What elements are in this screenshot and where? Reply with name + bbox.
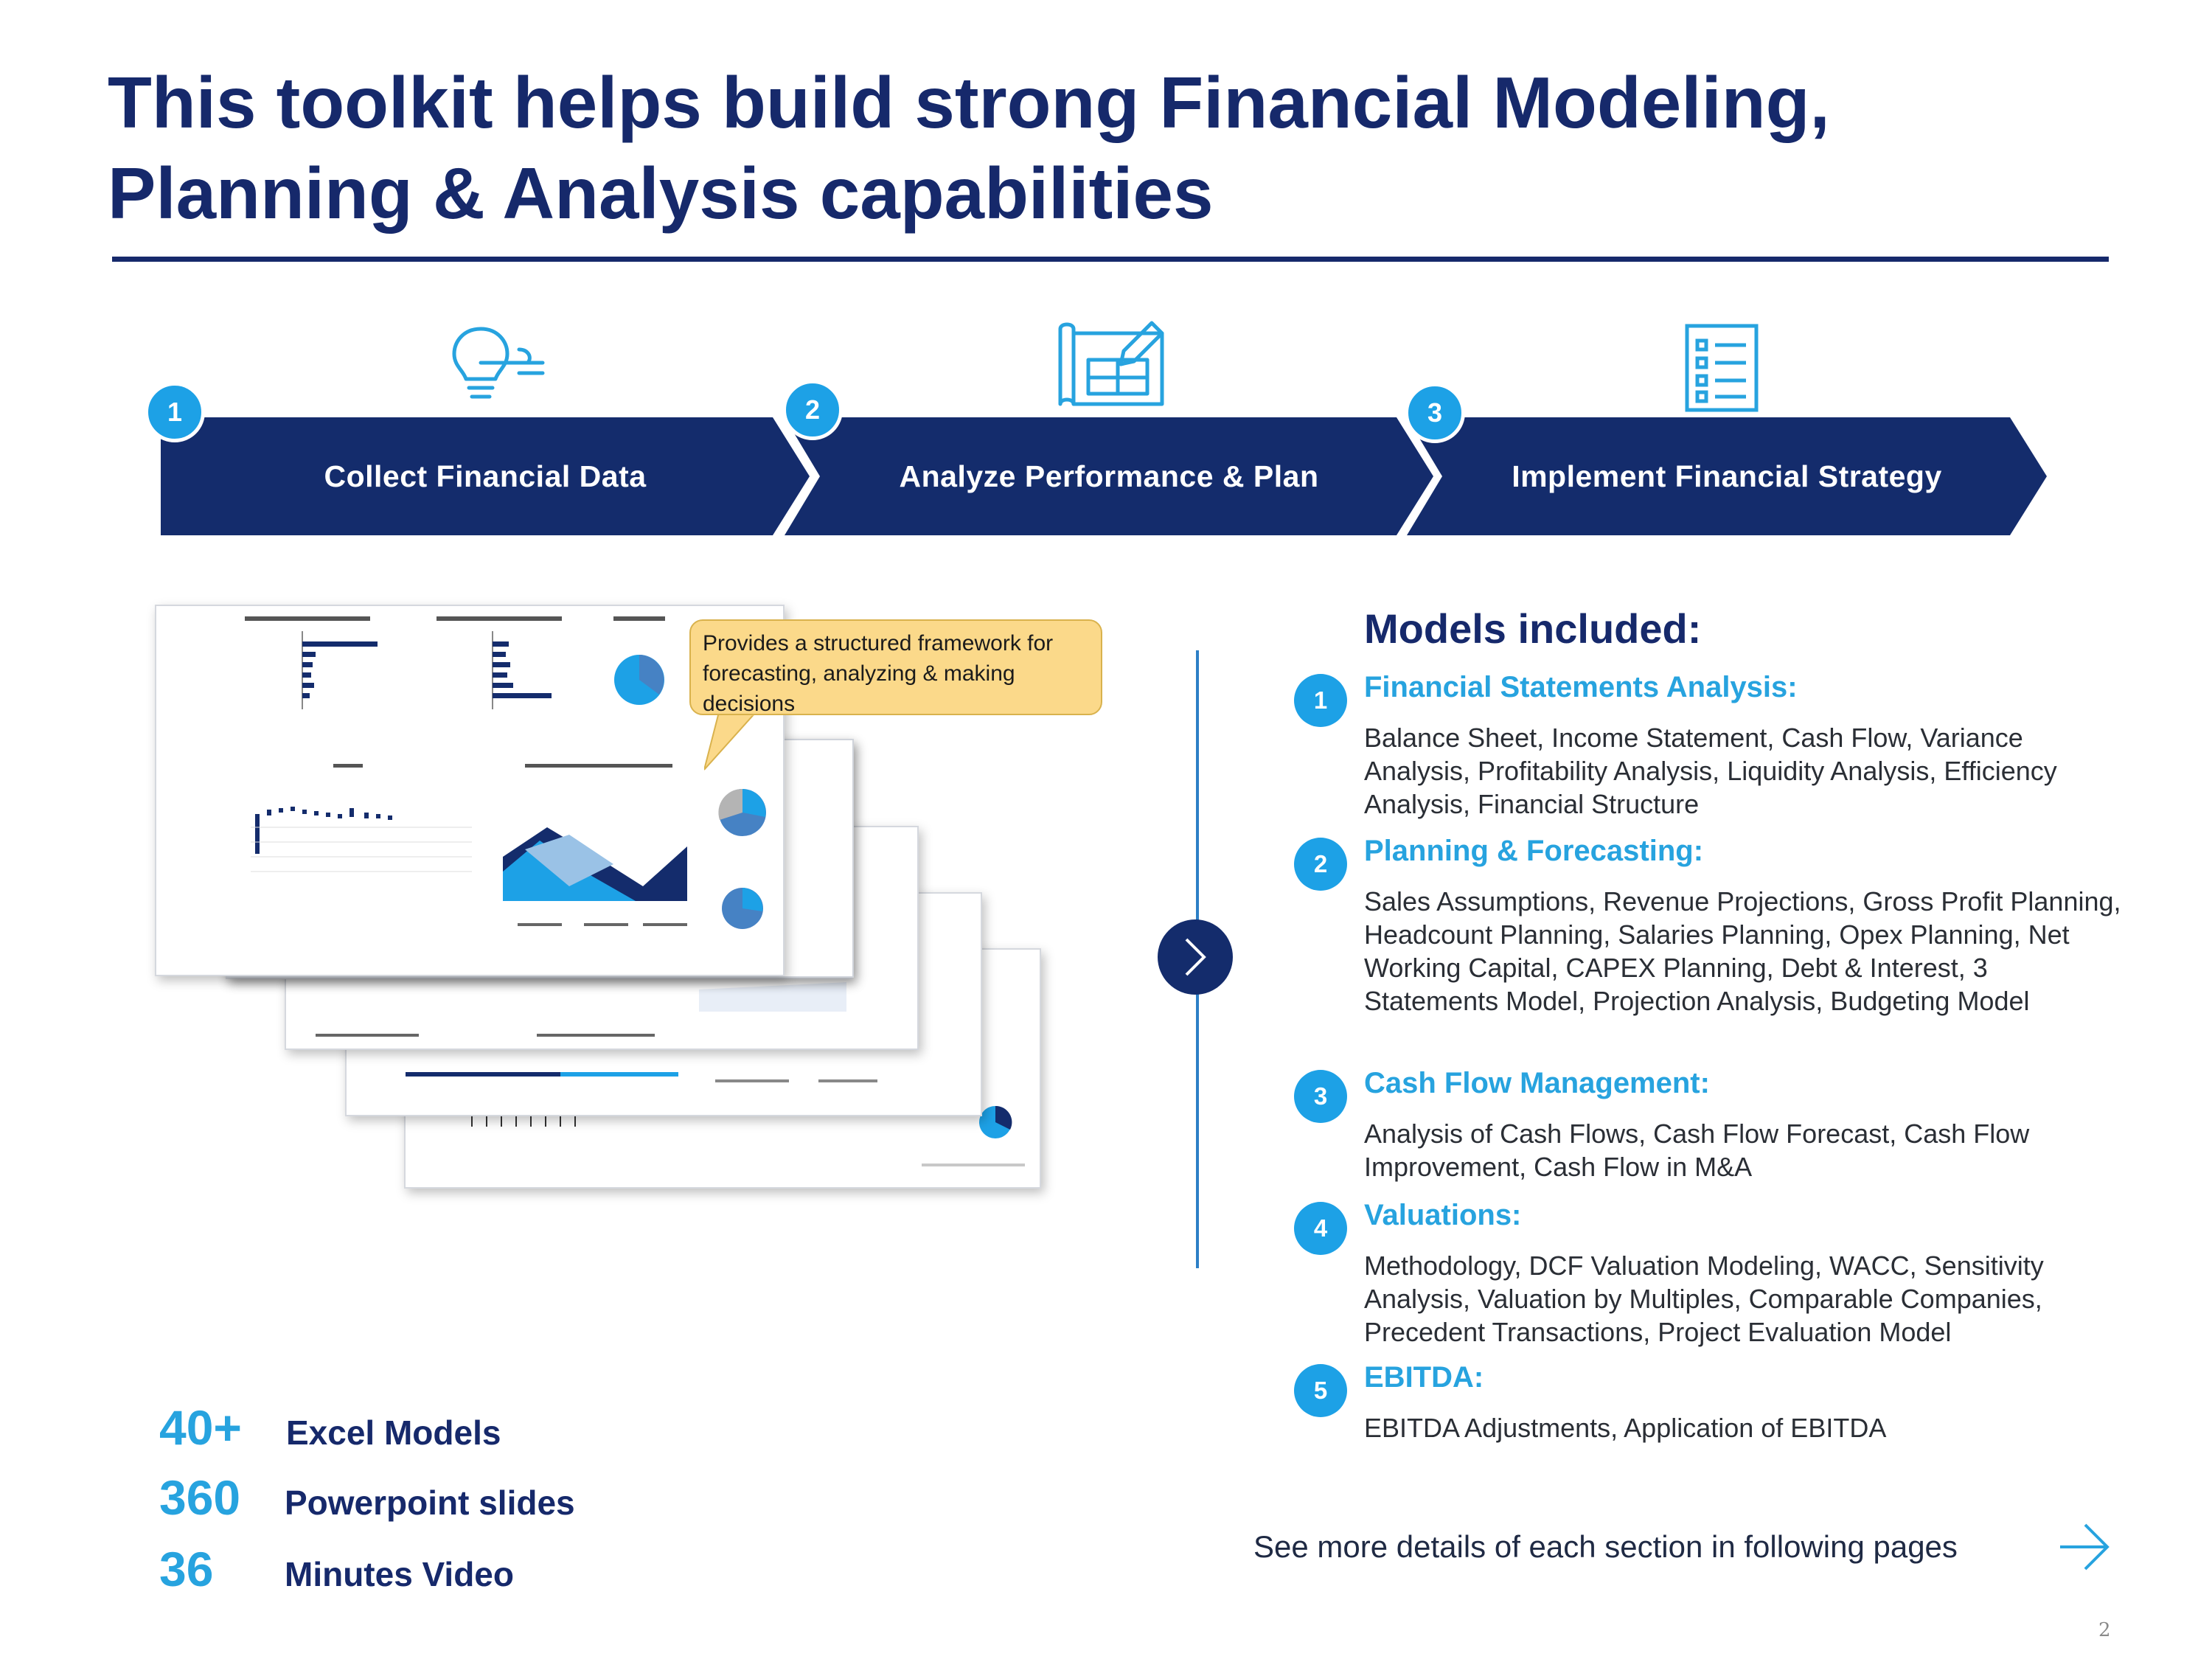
- step-2-badge: 2: [782, 380, 843, 440]
- model-description: Methodology, DCF Valuation Modeling, WAC…: [1364, 1251, 2044, 1347]
- step-2-chevron: Analyze Performance & Plan: [785, 417, 1433, 535]
- step-1-label: Collect Financial Data: [324, 459, 647, 493]
- model-description: EBITDA Adjustments, Application of EBITD…: [1364, 1413, 1887, 1443]
- stat-label: Excel Models: [286, 1413, 501, 1452]
- stat-value: 36: [159, 1542, 214, 1596]
- model-number-badge: 3: [1294, 1070, 1347, 1123]
- stat-value: 40+: [159, 1400, 242, 1455]
- model-title: Planning & Forecasting:: [1364, 835, 1704, 867]
- model-title: Cash Flow Management:: [1364, 1067, 1710, 1099]
- slide-thumbnail-1: [155, 605, 785, 976]
- model-title: Valuations:: [1364, 1199, 1522, 1231]
- model-title: EBITDA:: [1364, 1361, 1484, 1394]
- stat-value: 360: [159, 1470, 241, 1525]
- step-3-badge: 3: [1405, 383, 1465, 443]
- callout-note: Provides a structured framework for fore…: [689, 619, 1102, 716]
- chevron-right-icon: [1185, 938, 1206, 976]
- model-description: Balance Sheet, Income Statement, Cash Fl…: [1364, 723, 2057, 819]
- step-1-chevron: Collect Financial Data: [161, 417, 810, 535]
- slide-thumbnails: [155, 605, 1113, 1327]
- model-description: Sales Assumptions, Revenue Projections, …: [1364, 886, 2121, 1016]
- title-divider: [112, 257, 2109, 262]
- checklist-icon: [1684, 323, 1759, 413]
- model-description: Analysis of Cash Flows, Cash Flow Foreca…: [1364, 1119, 2030, 1182]
- model-title: Financial Statements Analysis:: [1364, 671, 1798, 703]
- step-3-label: Implement Financial Strategy: [1512, 459, 1942, 493]
- model-number-badge: 4: [1294, 1202, 1347, 1255]
- stat-label: Powerpoint slides: [285, 1484, 575, 1522]
- model-number-badge: 5: [1294, 1364, 1347, 1417]
- model-number-badge: 2: [1294, 838, 1347, 891]
- blueprint-pencil-icon: [1056, 319, 1168, 410]
- arrow-right-icon[interactable]: [2057, 1520, 2110, 1573]
- page-title: This toolkit helps build strong Financia…: [108, 62, 1830, 234]
- callout-tail: [704, 712, 757, 771]
- stat-label: Minutes Video: [285, 1555, 514, 1593]
- step-2-label: Analyze Performance & Plan: [899, 459, 1319, 493]
- page-number: 2: [2098, 1619, 2111, 1641]
- step-3-chevron: Implement Financial Strategy: [1407, 417, 2047, 535]
- lightbulb-icon: [451, 324, 547, 407]
- model-number-badge: 1: [1294, 674, 1347, 727]
- step-1-badge: 1: [145, 382, 205, 442]
- models-heading: Models included:: [1364, 605, 1702, 652]
- see-more-link[interactable]: See more details of each section in foll…: [1253, 1529, 1958, 1564]
- chevron-right-button[interactable]: [1158, 919, 1233, 995]
